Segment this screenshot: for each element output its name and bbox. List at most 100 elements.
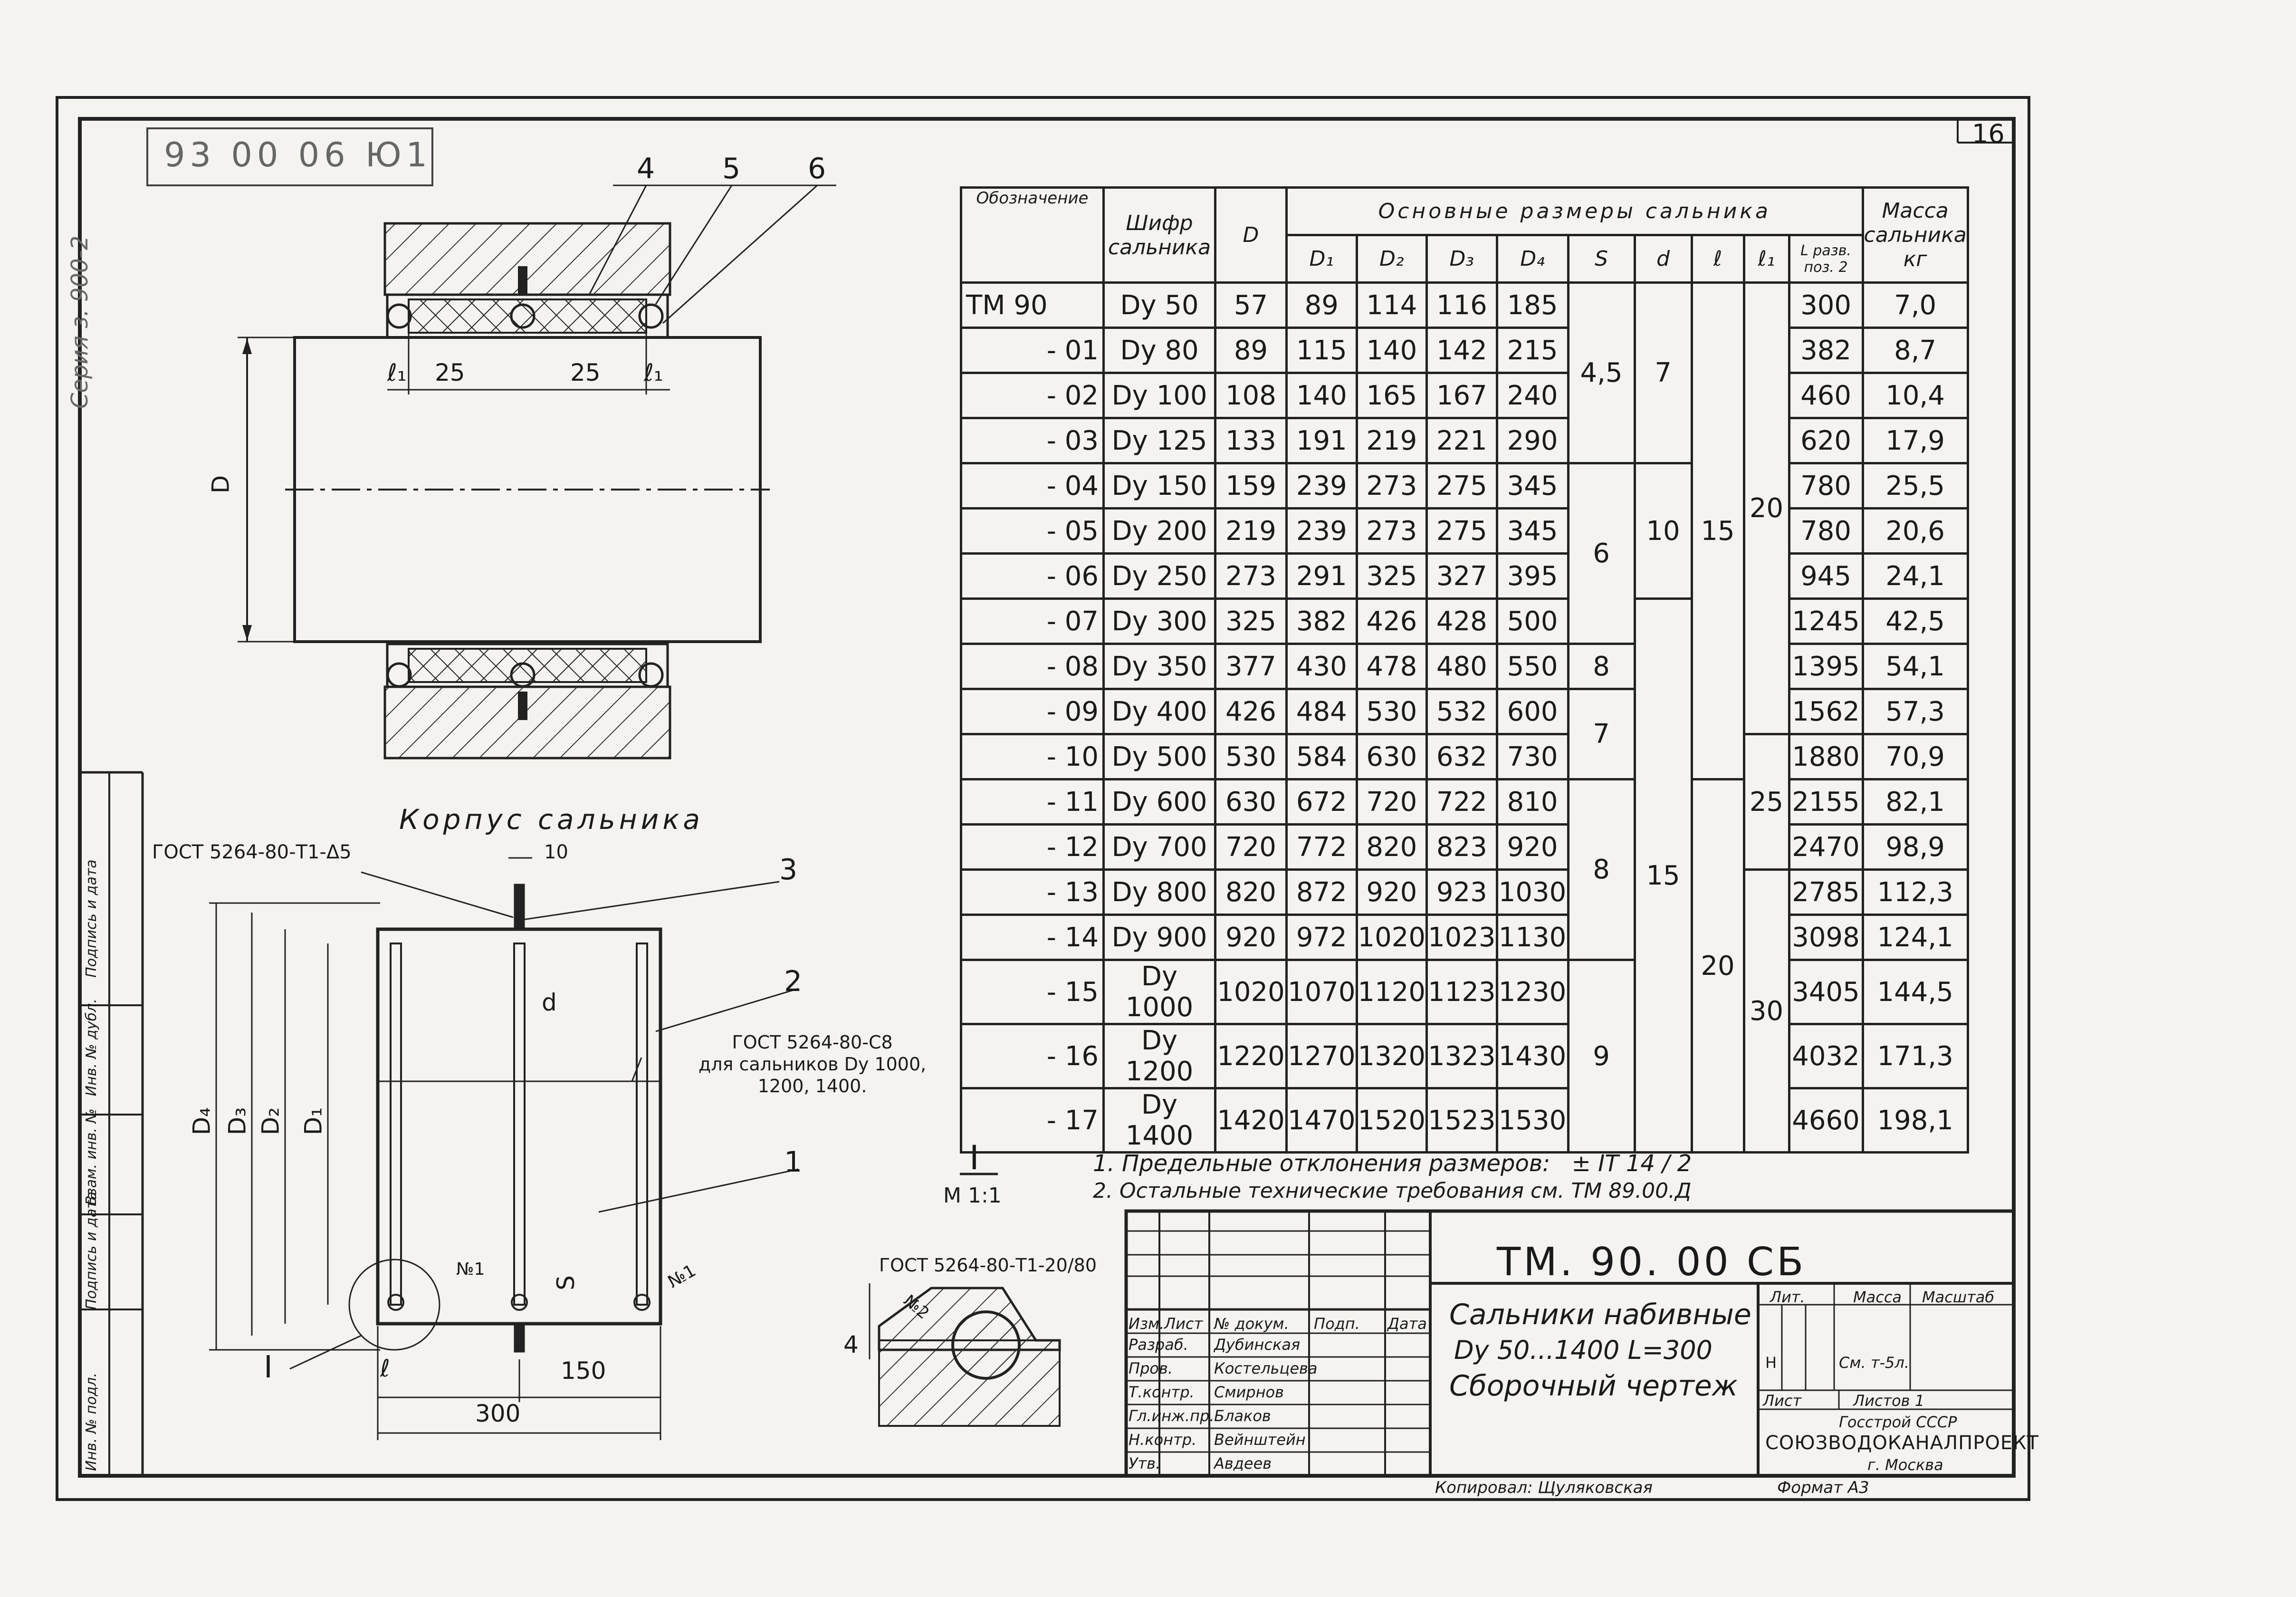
cell-L: 780 [1788,507,1864,555]
hdr-designation: Обозначение [960,186,1105,284]
cell-des: - 06 [960,552,1105,600]
tb-sheet: Лист [1763,1392,1802,1410]
cell-D3: 428 [1425,597,1498,645]
cell-D4: 730 [1495,733,1569,780]
cell-D1: 972 [1285,914,1358,961]
cell-D4: 395 [1495,552,1569,600]
cell-D3: 632 [1425,733,1498,780]
cell-code: Dу 1200 [1102,1023,1216,1089]
left-frame-labels: Инв. № подл. Подпись и дата Взам. инв. №… [83,778,100,1471]
cell-code: Dу 150 [1102,462,1216,510]
dim-25-left: 25 [435,359,465,386]
cell-L: 1245 [1788,597,1864,645]
cell-L: 4660 [1788,1087,1864,1154]
cell-S: 7 [1567,688,1636,780]
cell-D: 720 [1214,823,1288,871]
cell-code: Dу 250 [1102,552,1216,600]
cell-D1: 291 [1285,552,1358,600]
detail-gost: ГОСТ 5264-80-Т1-20/80 [879,1255,1097,1276]
tb-name-1: Дубинская [1214,1336,1301,1354]
dim-10: 10 [544,841,568,863]
cell-D: 57 [1214,281,1288,329]
cell-m: 82,1 [1861,778,1969,826]
tb-mass: Масса [1853,1288,1902,1306]
tb-name-5: Вейнштейн [1214,1431,1306,1449]
cell-L: 1562 [1788,688,1864,735]
cell-code: Dу 900 [1102,914,1216,961]
frame-label-3: Взам. инв. № [83,1108,100,1205]
cell-L: 3098 [1788,914,1864,961]
cell-D1: 872 [1285,868,1358,916]
dim-S: S [552,1275,580,1290]
dim-l: ℓ [380,1355,390,1382]
detail-dim-4: 4 [843,1331,859,1358]
cell-m: 171,3 [1861,1023,1969,1089]
tb-title-1: Сальники набивные [1449,1298,1751,1331]
cell-D: 273 [1214,552,1288,600]
cell-D1: 1270 [1285,1023,1358,1089]
cell-des: - 01 [960,327,1105,374]
spec-table: Обозначение Шифр сальника D Основные раз… [960,186,1969,1154]
section-view [209,857,799,1440]
hdr-sub-2: D₃ [1425,234,1498,284]
cell-D: 1220 [1214,1023,1288,1089]
cell-S: 8 [1567,778,1636,961]
cell-L: 620 [1788,417,1864,464]
note-1: 1. Предельные отклонения размеров: ± IT … [1093,1150,1692,1177]
cell-D1: 239 [1285,507,1358,555]
tb-col-date: Дата [1387,1315,1427,1333]
cell-code: Dу 50 [1102,281,1216,329]
cell-D1: 1470 [1285,1087,1358,1154]
tb-lit-val: Н [1765,1354,1777,1372]
cell-D1: 1070 [1285,959,1358,1025]
cell-L: 2785 [1788,868,1864,916]
cell-m: 17,9 [1861,417,1969,464]
dim-300: 300 [475,1400,521,1427]
cell-S: 8 [1567,643,1636,690]
cell-D4: 810 [1495,778,1569,826]
cell-des: ТМ 90 [960,281,1105,329]
gost-mid-code: ГОСТ 5264-80-С8 [732,1032,893,1053]
cell-code: Dу 350 [1102,643,1216,690]
gost-left: ГОСТ 5264-80-Т1-Δ5 [152,841,352,863]
cell-l1: 20 [1742,281,1790,735]
cell-D: 920 [1214,914,1288,961]
cell-D1: 772 [1285,823,1358,871]
cell-m: 42,5 [1861,597,1969,645]
hdr-D: D [1214,186,1288,284]
cell-D2: 114 [1355,281,1428,329]
sheet-format: Формат А3 [1777,1478,1869,1497]
cell-d: 15 [1633,597,1693,1154]
cell-m: 8,7 [1861,327,1969,374]
hdr-main-dims: Основные размеры сальника [1285,186,1864,236]
cell-des: - 16 [960,1023,1105,1089]
top-view [238,184,836,760]
sheet-number: 16 [1972,119,2005,149]
cell-D1: 140 [1285,372,1358,419]
tb-org-3: г. Москва [1867,1456,1943,1474]
cell-D4: 1530 [1495,1087,1569,1154]
cell-des: - 03 [960,417,1105,464]
cell-D1: 239 [1285,462,1358,510]
cell-des: - 08 [960,643,1105,690]
note-2: 2. Остальные технические требования см. … [1093,1179,1692,1203]
cell-D1: 430 [1285,643,1358,690]
cell-D2: 820 [1355,823,1428,871]
cell-L: 3405 [1788,959,1864,1025]
cell-des: - 09 [960,688,1105,735]
cell-D2: 273 [1355,507,1428,555]
callout-5: 5 [722,152,741,185]
cell-D4: 600 [1495,688,1569,735]
cell-l: 20 [1690,778,1745,1154]
weld-left: №1 [456,1260,485,1279]
